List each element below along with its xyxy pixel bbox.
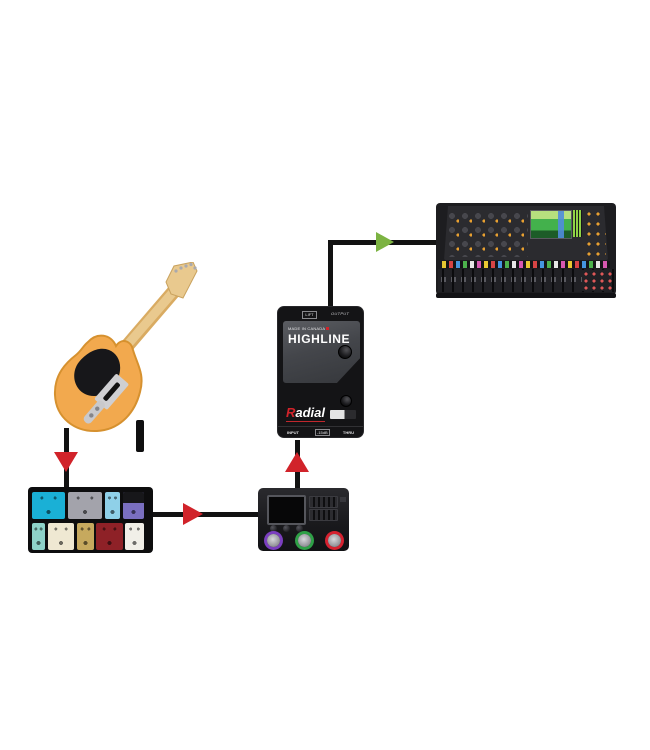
guitar-control-plate (83, 400, 105, 424)
cable-di-up (328, 242, 333, 308)
pedal-darkred (96, 523, 123, 550)
di-input-label: INPUT (287, 430, 299, 435)
guitar-headstock (165, 262, 198, 299)
pedal-lightblue (105, 492, 120, 519)
multi-effects-unit (258, 488, 349, 551)
di-level-knob (338, 345, 352, 359)
console-top-panel (444, 206, 608, 260)
arrow-up-red-icon (285, 452, 309, 472)
pedal-silver (68, 492, 102, 519)
di-badge (330, 410, 356, 419)
effects-display-right (309, 509, 338, 521)
console-scribble-strips (442, 261, 610, 268)
di-bottom-panel: INPUT -15dB THRU (278, 426, 363, 437)
guitar-stand (136, 420, 144, 452)
electric-guitar (53, 262, 198, 452)
pedal-purple (123, 492, 144, 519)
cable-pedalboard-to-effects (152, 512, 262, 517)
effects-knob-3 (296, 525, 303, 532)
console-meter-bridge (573, 210, 582, 237)
console-knob-grid (446, 209, 528, 257)
console-assign-buttons (582, 270, 612, 291)
di-top-panel: LIFT OUTPUT (278, 310, 363, 319)
footswitch-green (298, 534, 311, 547)
pedal-cyan (32, 492, 65, 519)
footswitch-red (328, 534, 341, 547)
console-screen (530, 210, 572, 239)
pedal-white (125, 523, 144, 550)
guitar-tuners (174, 262, 197, 273)
console-fader-bank (438, 269, 614, 292)
effects-screen (267, 495, 306, 525)
arrow-right-red-icon (183, 503, 203, 525)
effects-display-left (309, 496, 338, 508)
pedalboard (28, 487, 153, 553)
pedal-mint (32, 523, 45, 550)
mixing-console (436, 200, 616, 298)
di-thru-label: THRU (342, 430, 354, 435)
di-lift-switch-label: LIFT (302, 311, 317, 319)
di-output-label: OUTPUT (331, 311, 350, 316)
maple-leaf-icon (326, 327, 330, 330)
console-base (436, 293, 616, 298)
di-made-in-label: MADE IN CANADA (288, 326, 330, 331)
pedal-gold (77, 523, 94, 550)
pedal-cream (48, 523, 74, 550)
footswitch-purple (267, 534, 280, 547)
effects-knob-2 (283, 525, 290, 532)
di-lower-knob (340, 395, 352, 407)
di-model-name: HIGHLINE (288, 332, 351, 346)
console-right-buttons (584, 209, 606, 257)
guitar-bridge (94, 374, 129, 410)
arrow-down-red-icon (54, 452, 78, 472)
radial-logo: Radial (286, 405, 326, 422)
arrow-right-green-icon (376, 232, 394, 252)
effects-knob-1 (270, 525, 277, 532)
effects-side-button (340, 497, 346, 502)
di-box-radial-highline: LIFT OUTPUT MADE IN CANADA HIGHLINE Radi… (277, 306, 364, 438)
di-pad-label: -15dB (315, 429, 330, 436)
